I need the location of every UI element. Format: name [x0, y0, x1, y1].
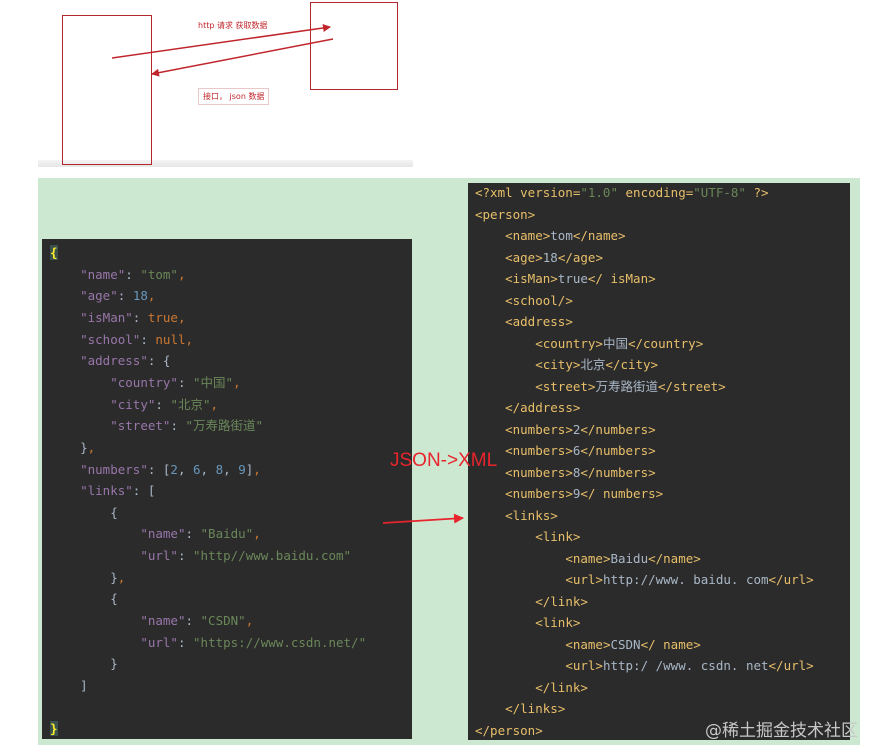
json-code-line: "isMan": true, [80, 309, 186, 325]
xml-code-line: </address> [505, 400, 581, 415]
client-box [62, 15, 152, 165]
xml-code-line: </links> [505, 701, 566, 716]
xml-code-line: </link> [535, 679, 588, 695]
json-code-line: }, [50, 569, 126, 585]
json-code-line: "name": "tom", [80, 266, 186, 282]
json-code-line: ] [50, 678, 88, 693]
json-code-line: "name": "CSDN", [140, 613, 254, 629]
json-code-line: "links": [ [80, 483, 156, 499]
json-code-line: "age": 18, [80, 288, 156, 304]
json-code-line: } [50, 721, 58, 737]
response-label: 接口， json 数据 [198, 88, 270, 105]
xml-code-line: <country>中国</country> [535, 335, 704, 351]
xml-code-line: <url>http:/ /www. csdn. net</url> [565, 658, 814, 673]
xml-code-line: <link> [535, 529, 581, 544]
json-code-line: "city": "北京", [110, 396, 219, 412]
xml-code-line: <links> [505, 507, 558, 523]
json-code-line: "url": "http//www.baidu.com" [140, 548, 352, 564]
json-code-line: { [50, 591, 118, 607]
server-box [310, 2, 398, 90]
transform-label: JSON->XML [390, 450, 498, 471]
xml-code-line: <numbers>2</numbers> [505, 421, 656, 437]
xml-code-line: </link> [535, 593, 588, 609]
json-code-line: "url": "https://www.csdn.net/" [140, 634, 367, 650]
xml-code-editor: <?xml version="1.0" encoding="UTF-8" ?> <… [468, 183, 850, 740]
json-code-line: "numbers": [2, 6, 8, 9], [80, 461, 261, 477]
json-code-line: "school": null, [80, 331, 194, 347]
xml-code-line: <name>Baidu</name> [565, 550, 701, 566]
json-code-line: } [50, 656, 118, 672]
json-code-line: "address": { [80, 353, 171, 369]
json-code-line: "country": "中国", [110, 374, 241, 390]
response-arrow [151, 38, 334, 77]
watermark: @稀土掘金技术社区 [705, 721, 858, 741]
xml-code-line: <person> [475, 206, 536, 222]
xml-code-line: <school/> [505, 292, 573, 308]
xml-code-line: <numbers>8</numbers> [505, 464, 656, 480]
xml-code-line: <numbers>6</numbers> [505, 443, 656, 458]
xml-code-line: <city>北京</city> [535, 357, 659, 372]
json-code-line: }, [50, 439, 96, 455]
json-code-line: "name": "Baidu", [140, 526, 261, 542]
xml-code-line: </person> [475, 722, 543, 738]
xml-code-line: <age>18</age> [505, 249, 603, 265]
xml-code-line: <name>tom</name> [505, 228, 626, 243]
xml-code-line: <?xml version="1.0" encoding="UTF-8" ?> [475, 185, 769, 200]
transform-arrow [382, 513, 464, 524]
request-arrow [111, 24, 331, 59]
request-label: http 请求 获取数据 [198, 21, 268, 30]
xml-code-line: <url>http://www. baidu. com</url> [565, 572, 814, 587]
xml-code-line: <address> [505, 314, 573, 329]
xml-code-line: <link> [535, 615, 581, 630]
xml-code-line: <name>CSDN</ name> [565, 636, 701, 652]
request-diagram [38, 0, 413, 167]
xml-code-line: <street>万寿路街道</street> [535, 378, 726, 394]
json-code-editor: { "name": "tom", "age": 18, "isMan": tru… [42, 239, 412, 739]
xml-code-line: <isMan>true</ isMan> [505, 271, 656, 286]
json-code-line: "street": "万寿路街道" [110, 418, 264, 434]
xml-code-line: <numbers>9</ numbers> [505, 486, 664, 501]
json-code-line: { [50, 504, 118, 520]
json-code-line: { [50, 245, 58, 260]
diagram-bottom-edge [38, 160, 413, 167]
